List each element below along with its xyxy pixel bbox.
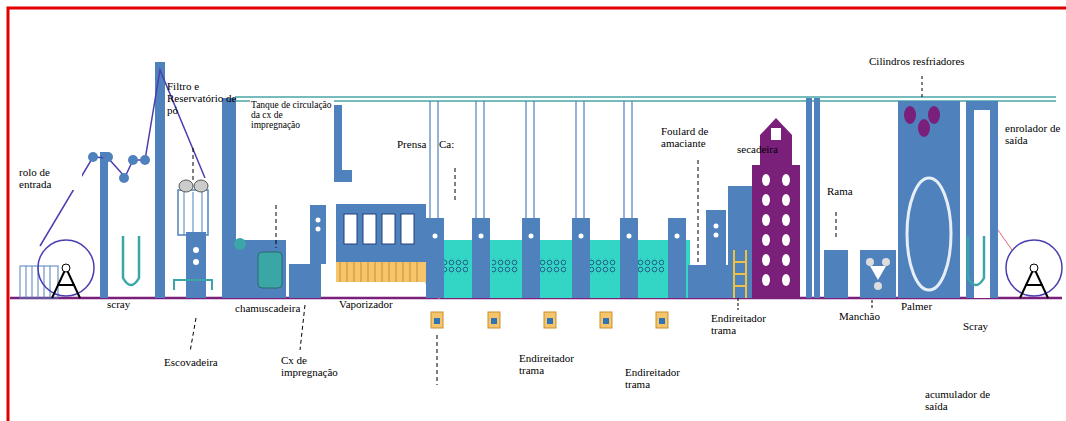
part-label: Scray (962, 320, 989, 332)
steamer (334, 105, 440, 298)
washing-boxes (426, 101, 690, 385)
part-label: Filtro e Reservatório de pó (166, 80, 242, 116)
part-label: Escovadeira (163, 356, 219, 368)
part-label: Cx de impregnação (280, 354, 356, 378)
impregnation-box (289, 205, 326, 350)
part-label: Tanque de circulação da cx de impregnaçã… (250, 100, 334, 130)
part-label: Foulard de amaciante (660, 125, 742, 149)
part-label: secadeira (736, 143, 779, 155)
part-label: Palmer (900, 300, 933, 312)
part-label: Ca: (438, 138, 455, 150)
output-winder (998, 230, 1062, 298)
palmer (898, 76, 998, 298)
softener-padder (688, 160, 728, 298)
part-label: scray (106, 298, 131, 310)
input-roll (20, 240, 94, 298)
part-label: Rama (826, 185, 854, 197)
part-label: Endireitador trama (710, 312, 786, 336)
frame (8, 8, 1066, 421)
part-label: rolo de entrada (18, 166, 82, 190)
brushing-machine (174, 148, 212, 352)
dryer-tower (728, 118, 800, 310)
part-label: Endireitador trama (624, 366, 700, 390)
part-label: enrolador de saída (1004, 122, 1062, 146)
part-label: acumulador de saída (924, 388, 1006, 412)
part-label: Cilindros resfriadores (868, 55, 966, 67)
part-label: Prensa (396, 138, 427, 150)
stenter (806, 98, 896, 310)
part-label: Endireitador trama (518, 352, 594, 376)
part-label: Manchão (838, 310, 881, 322)
part-label: chamuscadeira (234, 302, 301, 314)
part-label: Vaporizador (338, 298, 394, 310)
